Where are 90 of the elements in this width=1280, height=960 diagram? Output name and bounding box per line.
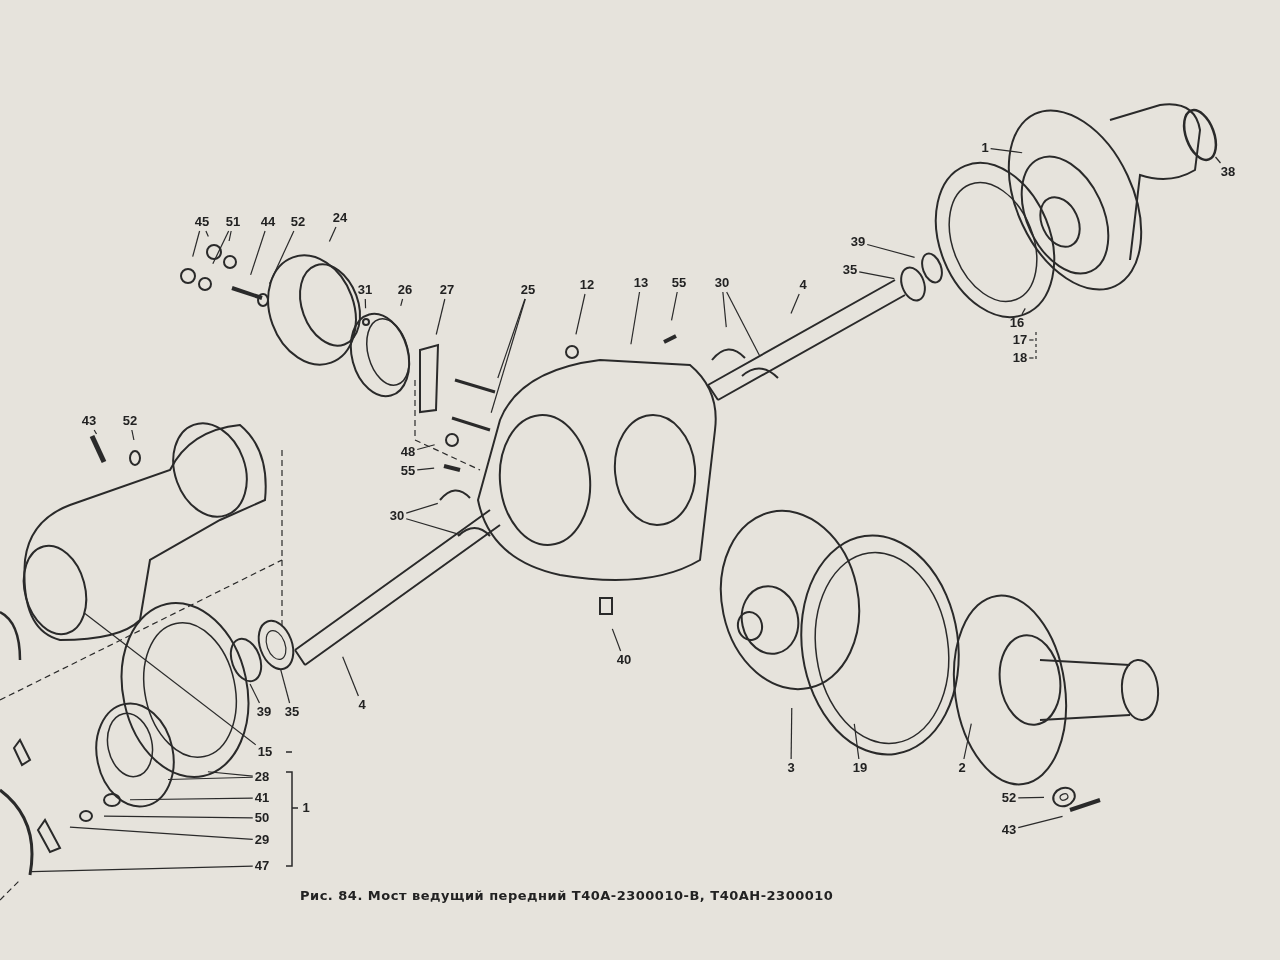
callout-number: 26 xyxy=(397,283,413,297)
leader-line xyxy=(963,723,972,760)
callout-number: 27 xyxy=(439,283,455,297)
callout-number: 44 xyxy=(260,215,276,229)
leader-line xyxy=(416,467,435,471)
leader-line xyxy=(364,298,367,309)
callout-number: 2 xyxy=(958,761,966,775)
callout-number: 43 xyxy=(1001,823,1017,837)
leader-line xyxy=(435,298,446,336)
leader-line xyxy=(129,797,254,801)
callout-number: 16 xyxy=(1009,316,1025,330)
leader-line xyxy=(205,230,209,238)
leader-line xyxy=(853,723,860,760)
leader-line xyxy=(790,293,800,315)
callout-number: 30 xyxy=(389,509,405,523)
leader-line xyxy=(405,518,462,536)
callout-number: 45 xyxy=(194,215,210,229)
callout-number: 12 xyxy=(579,278,595,292)
callout-number: 52 xyxy=(122,414,138,428)
callout-number: 31 xyxy=(357,283,373,297)
leader-line xyxy=(1021,307,1026,315)
callout-number: 1 xyxy=(302,801,310,815)
callout-number: 19 xyxy=(852,761,868,775)
callout-number: 30 xyxy=(714,276,730,290)
callout-number: 55 xyxy=(400,464,416,478)
callout-number: 52 xyxy=(290,215,306,229)
leader-line xyxy=(990,148,1023,154)
leader-line xyxy=(280,668,291,704)
leader-line xyxy=(490,298,526,414)
callout-number: 47 xyxy=(254,859,270,873)
leader-line xyxy=(250,230,266,276)
leader-line xyxy=(167,776,254,781)
callout-number: 51 xyxy=(225,215,241,229)
leader-line xyxy=(1028,357,1035,359)
callout-number: 35 xyxy=(842,263,858,277)
callout-number: 35 xyxy=(284,705,300,719)
figure-caption: Рис. 84. Мост ведущий передний Т40А-2300010-В, Т40АН-2300010 xyxy=(300,888,834,903)
leader-line xyxy=(1017,815,1064,829)
callout-number: 52 xyxy=(1001,791,1017,805)
callout-number: 13 xyxy=(633,276,649,290)
callout-number: 39 xyxy=(850,235,866,249)
leader-line xyxy=(790,707,793,760)
leader-line xyxy=(1017,796,1045,799)
callout-number: 1 xyxy=(981,141,989,155)
leader-line xyxy=(1028,339,1035,341)
callout-number: 38 xyxy=(1220,165,1236,179)
leader-line xyxy=(611,628,622,652)
leader-line xyxy=(249,683,261,704)
leader-line xyxy=(207,771,254,777)
leader-line xyxy=(93,429,98,435)
callout-number: 3 xyxy=(787,761,795,775)
callout-number: 43 xyxy=(81,414,97,428)
callout-number: 39 xyxy=(256,705,272,719)
leader-line xyxy=(726,291,761,357)
leader-line xyxy=(83,612,257,746)
callout-number: 28 xyxy=(254,770,270,784)
leader-line xyxy=(328,226,337,243)
callout-number: 15 xyxy=(257,745,273,759)
callout-number: 4 xyxy=(799,278,807,292)
leader-line xyxy=(69,826,254,840)
leader-line xyxy=(228,230,232,242)
callout-number: 4 xyxy=(358,698,366,712)
leader-line xyxy=(630,291,641,345)
callout-number: 24 xyxy=(332,211,348,225)
leader-line xyxy=(31,865,254,873)
leader-line xyxy=(342,656,359,697)
leader-line xyxy=(670,291,678,321)
leader-line xyxy=(268,230,295,285)
callout-number: 41 xyxy=(254,791,270,805)
leader-line xyxy=(405,502,439,514)
callout-number: 40 xyxy=(616,653,632,667)
leader-line xyxy=(575,293,586,336)
callout-number: 18 xyxy=(1012,351,1028,365)
leader-line xyxy=(400,298,404,307)
callout-number: 50 xyxy=(254,811,270,825)
leader-line xyxy=(416,444,436,451)
callout-number: 55 xyxy=(671,276,687,290)
leader-line xyxy=(103,815,254,819)
leader-line xyxy=(212,230,230,265)
leader-line xyxy=(192,230,201,258)
leader-line xyxy=(131,429,135,441)
callout-number: 29 xyxy=(254,833,270,847)
leader-line xyxy=(722,291,727,328)
leader-line xyxy=(497,298,526,379)
callout-number: 48 xyxy=(400,445,416,459)
callout-number: 25 xyxy=(520,283,536,297)
leader-line xyxy=(1214,156,1222,164)
callout-number: 17 xyxy=(1012,333,1028,347)
leader-line xyxy=(866,243,916,258)
leader-line xyxy=(858,271,895,280)
